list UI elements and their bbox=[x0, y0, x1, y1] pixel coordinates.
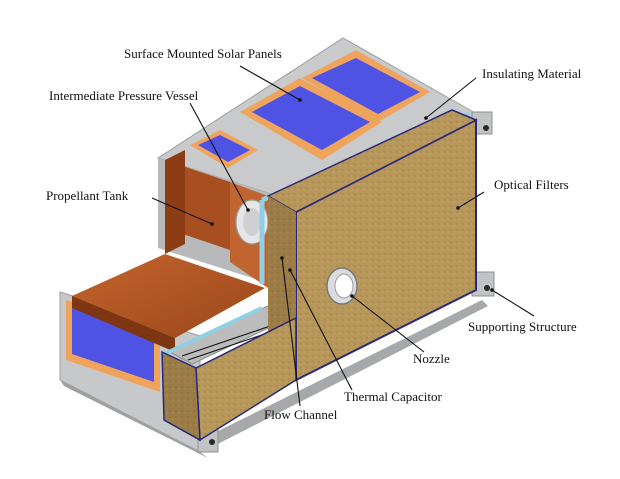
leader-pressure-vessel bbox=[189, 102, 249, 211]
labels: Surface Mounted Solar Panels Intermediat… bbox=[46, 46, 582, 422]
label-insulating: Insulating Material bbox=[482, 66, 582, 81]
leader-flow bbox=[281, 257, 301, 407]
solar-panel-side-cell bbox=[72, 308, 154, 382]
label-solar-panels: Surface Mounted Solar Panels bbox=[124, 46, 282, 61]
tank-floor bbox=[72, 254, 265, 338]
label-flow: Flow Channel bbox=[264, 407, 338, 422]
optical-filters bbox=[161, 109, 478, 442]
filter-lower-left bbox=[161, 350, 201, 442]
label-propellant: Propellant Tank bbox=[46, 188, 129, 203]
solar-panel-cell-2 bbox=[312, 58, 420, 114]
leader-nozzle bbox=[351, 295, 425, 353]
tank-left-wall bbox=[165, 150, 185, 254]
label-optical: Optical Filters bbox=[494, 177, 569, 192]
base-plate-bottom bbox=[60, 380, 208, 458]
leader-insulating bbox=[425, 77, 477, 119]
leader-solar-panels bbox=[239, 65, 301, 101]
bolt-hole bbox=[483, 125, 489, 131]
leader-lines bbox=[151, 65, 535, 407]
bolt-hole bbox=[209, 439, 215, 445]
leader-thermal bbox=[289, 269, 353, 391]
leader-optical bbox=[457, 191, 485, 209]
solar-panels bbox=[66, 50, 430, 392]
label-pressure-vessel: Intermediate Pressure Vessel bbox=[49, 88, 199, 103]
label-thermal: Thermal Capacitor bbox=[344, 389, 442, 404]
solar-panel-cell-1 bbox=[252, 86, 370, 150]
tank-front-lip bbox=[72, 296, 175, 352]
label-supporting: Supporting Structure bbox=[468, 319, 577, 334]
leader-propellant bbox=[151, 197, 213, 225]
label-nozzle: Nozzle bbox=[413, 351, 450, 366]
nozzle bbox=[326, 267, 358, 305]
bolt-hole bbox=[484, 285, 490, 291]
leader-supporting bbox=[491, 289, 535, 317]
